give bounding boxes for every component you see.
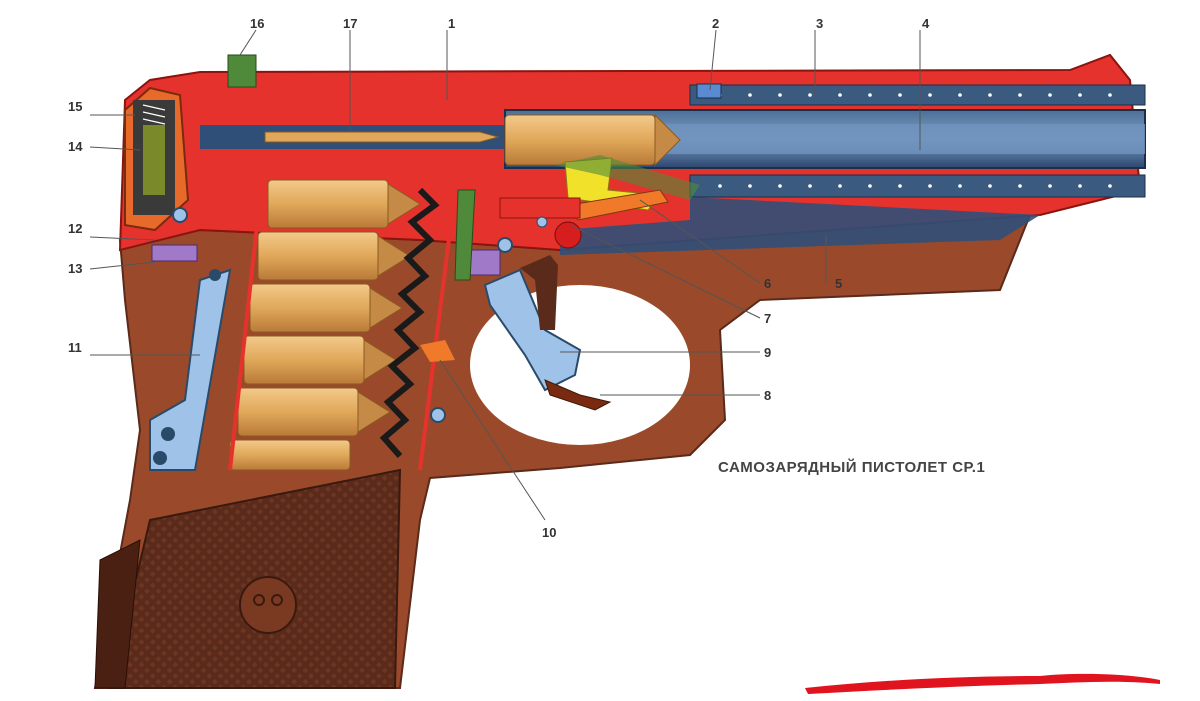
- label-11: 11: [68, 340, 82, 355]
- part-labels: 16 17 1 2 3 4 5 6 7 8 9 10 11 12 13 14 1…: [68, 16, 930, 540]
- firing-pin: [264, 131, 500, 143]
- trigger-tip: [544, 379, 612, 411]
- medallion-owl-eye-left: [253, 594, 265, 606]
- pivot-pin: [536, 216, 548, 228]
- magazine-cartridge: [237, 387, 391, 437]
- lever-pin: [161, 427, 175, 441]
- rear-sight: [227, 54, 257, 88]
- mainspring-coils: [142, 104, 166, 125]
- trigger-bar-green: [454, 189, 476, 281]
- label-5: 5: [835, 276, 842, 291]
- label-16: 16: [250, 16, 264, 31]
- magazine-cartridge: [267, 179, 421, 229]
- sear: [151, 244, 198, 262]
- magazine-cartridge: [257, 231, 411, 281]
- medallion-owl-eye-right: [271, 594, 283, 606]
- sear-lever-green: [555, 155, 700, 200]
- trigger-guard-pin: [430, 407, 446, 423]
- hammer-strut-red: [499, 197, 581, 219]
- mainspring: [143, 125, 165, 195]
- recoil-spring-top: [689, 84, 1146, 106]
- trigger: [483, 268, 582, 392]
- pivot-pin: [497, 237, 513, 253]
- label-3: 3: [816, 16, 823, 31]
- disconnector-purple: [469, 249, 501, 276]
- magazine-wall-rear: [228, 179, 264, 471]
- recoil-spring-bottom: [689, 174, 1146, 198]
- label-9: 9: [764, 345, 771, 360]
- hammer-pivot: [554, 221, 582, 249]
- label-7: 7: [764, 311, 771, 326]
- label-17: 17: [343, 16, 357, 31]
- grip-serrations-left: [94, 539, 141, 689]
- barrel-bore: [660, 124, 1145, 154]
- magazine-cartridges: [229, 179, 421, 471]
- label-12: 12: [68, 221, 82, 236]
- slide-stop-block: [696, 83, 722, 99]
- label-8: 8: [764, 388, 771, 403]
- magazine-cartridge: [243, 335, 397, 385]
- label-2: 2: [712, 16, 719, 31]
- label-14: 14: [68, 139, 83, 154]
- label-4: 4: [922, 16, 930, 31]
- diagram-title: САМОЗАРЯДНЫЙ ПИСТОЛЕТ СР.1: [718, 458, 985, 476]
- magazine-catch-lever: [149, 268, 232, 471]
- label-15: 15: [68, 99, 82, 114]
- chambered-cartridge: [504, 113, 681, 167]
- label-13: 13: [68, 261, 82, 276]
- trigger-spring-dark: [520, 255, 558, 330]
- trigger-guard-spring: [420, 340, 455, 362]
- lever-pin: [209, 269, 221, 281]
- magazine-spring: [379, 187, 440, 458]
- magazine-cartridge: [249, 283, 403, 333]
- lever-pin: [153, 451, 167, 465]
- lower-frame-rail: [560, 197, 1040, 255]
- lever-pin: [172, 207, 188, 223]
- label-6: 6: [764, 276, 771, 291]
- grip-medallion: [239, 576, 297, 634]
- leader-lines: [89, 29, 921, 521]
- red-marker-scribble: [805, 673, 1160, 694]
- spring-coils-bottom: [718, 184, 1112, 188]
- magazine-cartridge: [229, 439, 351, 471]
- label-1: 1: [448, 16, 455, 31]
- label-10: 10: [542, 525, 556, 540]
